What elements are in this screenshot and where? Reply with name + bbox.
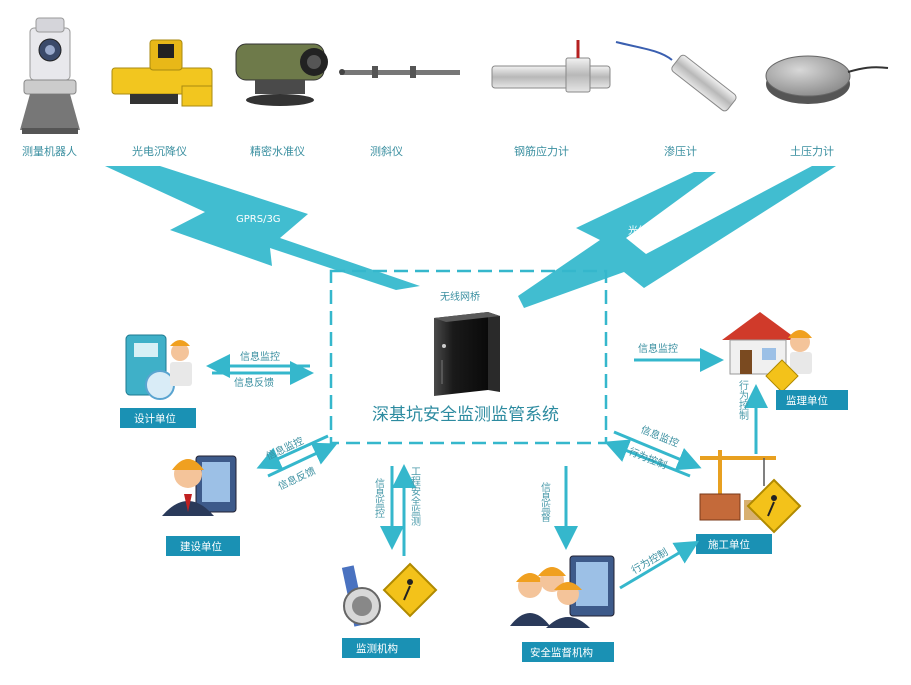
safety-agency-icon (510, 555, 615, 628)
sensor-labels: 测量机器人 光电沉降仪 精密水准仪 测斜仪 钢筋应力计 渗压计 土压力计 (22, 144, 834, 158)
arrow-construction-monitor (613, 430, 702, 471)
supervision-behavior-label: 行为控制 (737, 379, 749, 420)
construction-unit-tag: 施工单位 (696, 534, 772, 554)
inclinometer-icon (339, 66, 460, 78)
fiber-label: 光纤 (628, 224, 648, 237)
monitor-arrow-safety-label: 工程安全监测 (409, 466, 421, 527)
safety-arrow-label: 信息监督 (539, 482, 551, 522)
behavior-control-vertical-text: 行为控制 (737, 379, 749, 420)
arrow-build-monitor (256, 434, 329, 470)
safety-agency-tag: 安全监督机构 (522, 642, 614, 662)
monitoring-agency-tag: 监测机构 (342, 638, 420, 658)
server-icon (434, 312, 500, 396)
sensor-label-total-station: 测量机器人 (22, 144, 77, 158)
arrow-construction-control (604, 439, 691, 478)
build-unit-tag: 建设单位 (166, 536, 240, 556)
monitor-safety-vertical-text: 工程安全监测 (409, 466, 421, 527)
settlement-gauge-icon (111, 39, 213, 107)
supervision-unit-label: 监理单位 (786, 394, 828, 407)
system-title: 深基坑安全监测监管系统 (372, 405, 559, 425)
construction-arrow-control-label: 行为控制 (627, 445, 669, 472)
design-unit-tag: 设计单位 (120, 408, 196, 428)
piezometer-icon (615, 41, 737, 112)
design-arrow-monitor-label: 信息监控 (240, 350, 280, 363)
build-unit-label: 建设单位 (180, 540, 222, 553)
fiber-link-bolt (518, 166, 836, 308)
monitoring-agency-icon (341, 562, 438, 627)
arrow-safety-to-construction (619, 540, 700, 590)
sensor-label-inclinometer: 测斜仪 (370, 145, 403, 158)
sensor-label-rebar-stress: 钢筋应力计 (514, 144, 569, 158)
design-unit-icon (125, 334, 192, 400)
build-arrow-monitor-label: 信息监控 (264, 434, 306, 463)
gprs-label: GPRS/3G (236, 214, 281, 225)
safety-supervise-vertical-text: 信息监督 (539, 482, 551, 522)
rebar-stress-meter-icon (491, 40, 611, 93)
level-instrument-icon (235, 43, 328, 106)
earth-pressure-cell-icon (765, 55, 889, 104)
system-box (329, 269, 608, 445)
design-arrow-feedback-label: 信息反馈 (234, 376, 274, 389)
construction-unit-icon (699, 450, 802, 534)
gprs-link-bolt (105, 166, 420, 290)
sensor-label-level: 精密水准仪 (250, 144, 305, 158)
monitor-arrow-info-label: 信息监控 (373, 478, 385, 519)
supervision-unit-tag: 监理单位 (776, 390, 848, 410)
supervision-unit-icon (722, 312, 812, 393)
design-unit-label: 设计单位 (134, 412, 176, 425)
construction-unit-label: 施工单位 (708, 538, 750, 551)
arrow-build-feedback (267, 442, 338, 478)
build-unit-icon (162, 455, 237, 516)
supervision-arrow-label: 信息监控 (638, 342, 678, 355)
sensor-label-earth-pressure: 土压力计 (790, 145, 834, 158)
safety-agency-label: 安全监督机构 (530, 646, 593, 659)
total-station-icon (20, 17, 80, 134)
bridge-label: 无线网桥 (440, 290, 480, 303)
monitoring-agency-label: 监测机构 (356, 642, 398, 655)
sensor-label-settlement-gauge: 光电沉降仪 (132, 144, 187, 158)
monitor-info-vertical-text: 信息监控 (373, 478, 385, 519)
sensor-label-piezometer: 渗压计 (664, 144, 697, 158)
